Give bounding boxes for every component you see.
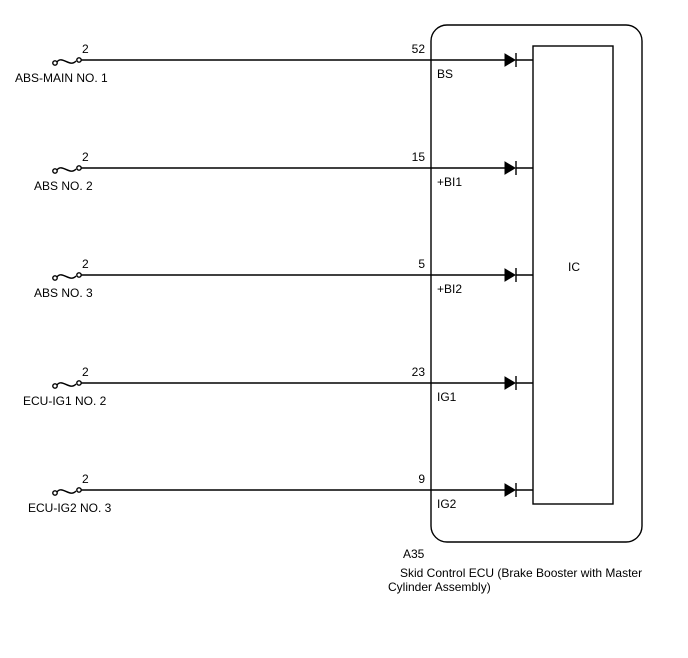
ecu-name-line2: Cylinder Assembly) <box>388 580 491 594</box>
fuse-name: ABS-MAIN NO. 1 <box>15 71 108 85</box>
fuse-terminal-right <box>76 380 82 386</box>
diode-icon <box>504 268 516 282</box>
connector-label: A35 <box>403 547 425 561</box>
terminal-name: BS <box>437 67 453 81</box>
diode-icon <box>504 161 516 175</box>
fuse-name: ABS NO. 3 <box>34 286 93 300</box>
ic-box <box>532 45 614 505</box>
ecu-pin-number: 52 <box>412 42 426 56</box>
fuse-name: ECU-IG2 NO. 3 <box>28 501 112 515</box>
fuse-icon <box>56 382 77 387</box>
ecu-pin-number: 15 <box>412 150 426 164</box>
terminal-name: IG2 <box>437 497 457 511</box>
fuse-name: ECU-IG1 NO. 2 <box>23 394 107 408</box>
terminal-name: +BI1 <box>437 175 462 189</box>
fuse-icon <box>56 167 77 172</box>
ecu-pin-number: 5 <box>418 257 425 271</box>
fuse-terminal-left <box>52 60 58 66</box>
diode-icon <box>504 53 516 67</box>
fuse-pin-number: 2 <box>82 42 89 56</box>
fuse-terminal-right <box>76 57 82 63</box>
terminal-name: +BI2 <box>437 282 462 296</box>
ecu-pin-number: 9 <box>418 472 425 486</box>
fuse-terminal-right <box>76 272 82 278</box>
ecu-name-line1: Skid Control ECU (Brake Booster with Mas… <box>400 566 642 580</box>
ecu-pin-number: 23 <box>412 365 426 379</box>
terminal-name: IG1 <box>437 390 457 404</box>
fuse-icon <box>56 489 77 494</box>
fuse-terminal-left <box>52 275 58 281</box>
diode-icon <box>504 483 516 497</box>
fuse-icon <box>56 274 77 279</box>
fuse-pin-number: 2 <box>82 365 89 379</box>
fuse-terminal-left <box>52 168 58 174</box>
ecu-outline <box>430 24 643 543</box>
fuse-pin-number: 2 <box>82 472 89 486</box>
fuse-icon <box>56 59 77 64</box>
fuse-terminal-right <box>76 165 82 171</box>
fuse-pin-number: 2 <box>82 150 89 164</box>
fuse-terminal-left <box>52 383 58 389</box>
diode-icon <box>504 376 516 390</box>
fuse-pin-number: 2 <box>82 257 89 271</box>
fuse-terminal-right <box>76 487 82 493</box>
ic-label: IC <box>568 260 580 274</box>
fuse-name: ABS NO. 2 <box>34 179 93 193</box>
fuse-terminal-left <box>52 490 58 496</box>
